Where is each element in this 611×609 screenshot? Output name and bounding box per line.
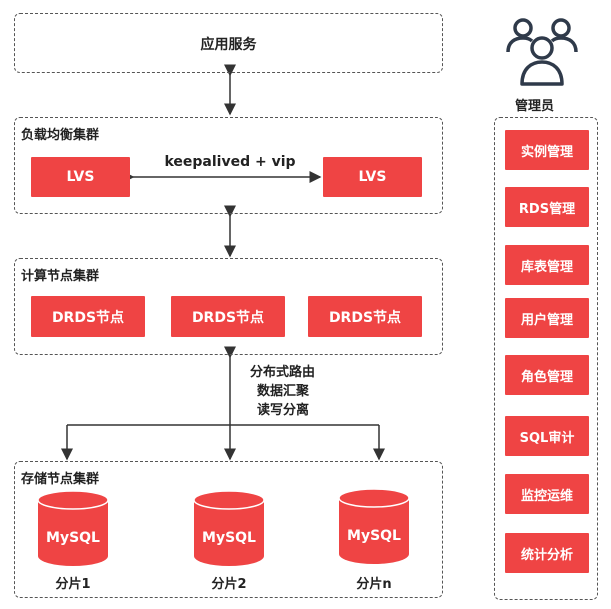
shard-label-3: 分片n: [356, 577, 392, 592]
admin-function-monitoring: 监控运维: [505, 474, 589, 514]
admin-function-tables: 库表管理: [505, 245, 589, 285]
lvs-node-2: LVS: [323, 157, 422, 197]
mysql-icon: [338, 488, 410, 564]
admin-label: 管理员: [515, 99, 555, 114]
lb-cluster-title: 负载均衡集群: [21, 128, 100, 143]
mysql-label-1: MySQL: [46, 530, 100, 546]
admin-function-rds: RDS管理: [505, 187, 589, 227]
drds-node-1: DRDS节点: [31, 296, 145, 337]
shard-label-2: 分片2: [211, 577, 247, 592]
mysql-icon: [37, 490, 109, 566]
admin-function-roles: 角色管理: [505, 355, 589, 395]
routing-line-2: 数据汇聚: [257, 384, 310, 399]
storage-cluster-title: 存储节点集群: [21, 472, 100, 487]
app-service-label: 应用服务: [200, 37, 257, 53]
routing-line-1: 分布式路由: [250, 365, 316, 380]
admin-function-panel: [494, 117, 598, 600]
mysql-label-2: MySQL: [202, 530, 256, 546]
admin-function-users: 用户管理: [505, 298, 589, 338]
app-service-box: [14, 13, 443, 73]
mysql-icon: [193, 490, 265, 566]
routing-line-3: 读写分离: [257, 403, 310, 418]
keepalived-label: keepalived + vip: [164, 154, 296, 170]
lb-cluster-box: [14, 117, 443, 214]
shard-label-1: 分片1: [55, 577, 91, 592]
compute-cluster-title: 计算节点集群: [21, 269, 100, 284]
drds-node-2: DRDS节点: [171, 296, 285, 337]
mysql-label-3: MySQL: [347, 528, 401, 544]
admin-function-instance: 实例管理: [505, 130, 589, 170]
admin-function-sql-audit: SQL审计: [505, 416, 589, 456]
storage-cluster-box: [14, 461, 443, 598]
lvs-node-1: LVS: [31, 157, 130, 197]
admin-function-statistics: 统计分析: [505, 533, 589, 573]
compute-cluster-box: [14, 258, 443, 355]
drds-node-3: DRDS节点: [308, 296, 422, 337]
admin-users-icon: [506, 18, 578, 86]
